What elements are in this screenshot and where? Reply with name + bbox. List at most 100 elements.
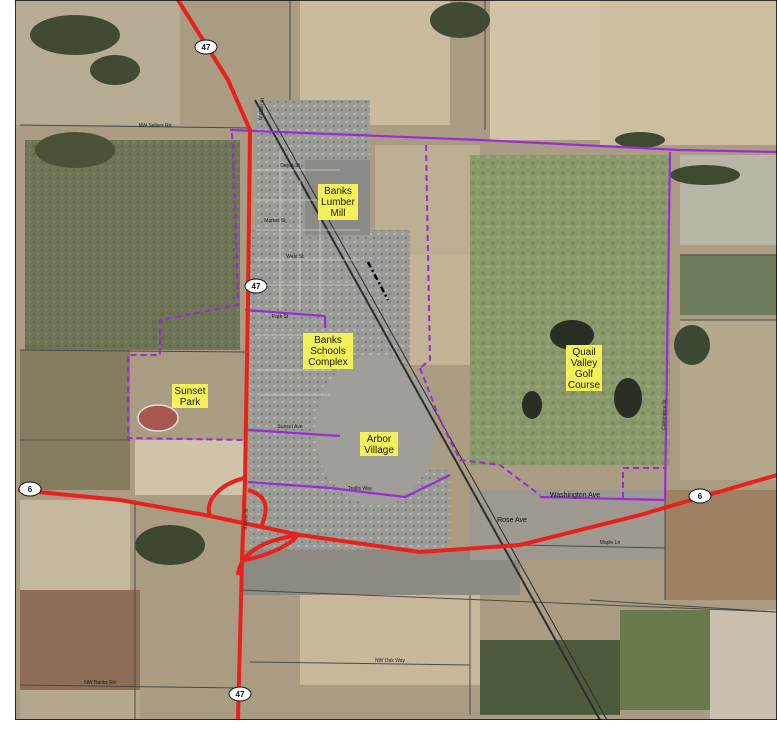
town-streets bbox=[255, 150, 360, 396]
shield-47-central-number: 47 bbox=[252, 282, 261, 291]
existing-routes bbox=[229, 128, 777, 502]
field-sw-dark bbox=[135, 440, 245, 495]
label-sunset-park: Sunset Park bbox=[172, 384, 208, 408]
label-arbor-line1: Arbor bbox=[367, 434, 392, 445]
land-cover bbox=[15, 0, 777, 730]
interchange-loop-sw bbox=[236, 533, 301, 576]
street-label-maple-ln: Maple Ln bbox=[600, 540, 621, 546]
route-east-vertical bbox=[663, 151, 672, 501]
road-nw-banks bbox=[19, 684, 241, 689]
label-lumber-line3: Mill bbox=[331, 208, 346, 219]
street-label-park-st: Park St bbox=[272, 314, 289, 320]
proposed-east-spur bbox=[622, 467, 665, 498]
field-se-light bbox=[620, 610, 710, 710]
highway-6 bbox=[17, 473, 777, 555]
street-label-market-st: Market St bbox=[264, 218, 286, 224]
interchange-loop-ne bbox=[247, 488, 268, 526]
shield-6-west-number: 6 bbox=[28, 485, 33, 494]
route-washington-ave bbox=[539, 495, 666, 502]
railroad-track-1 bbox=[254, 99, 601, 721]
street-label-rose-ave: Rose Ave bbox=[497, 517, 527, 524]
field-east-strip bbox=[680, 255, 777, 315]
field-south-west bbox=[20, 500, 130, 590]
route-sunset-ave bbox=[247, 428, 341, 438]
street-label-sunset-ave: Sunset Ave bbox=[277, 424, 302, 430]
highway-shield-6-west: 6 bbox=[18, 481, 42, 497]
label-arbor-village: Arbor Village bbox=[360, 432, 398, 456]
tree-grove-2 bbox=[90, 55, 140, 85]
street-label-nw-sellers-rd: NW Sellers Rd bbox=[139, 123, 172, 129]
field-se bbox=[665, 490, 777, 600]
tree-grove-1 bbox=[30, 15, 120, 55]
road-east-long bbox=[589, 599, 777, 613]
tree-grove-8 bbox=[615, 132, 665, 148]
label-park-line1: Sunset bbox=[174, 386, 205, 397]
street-label-depot-st: Depot St bbox=[280, 163, 300, 169]
field-south-east-green bbox=[480, 640, 620, 715]
road-west-mid bbox=[19, 349, 246, 353]
label-schools-line3: Complex bbox=[308, 357, 347, 368]
minor-roads bbox=[19, 0, 777, 720]
route-trellis-way bbox=[247, 474, 451, 499]
sunset-park-track bbox=[137, 404, 179, 432]
golf-pond-1 bbox=[550, 320, 594, 350]
golf-course-area bbox=[470, 155, 670, 465]
label-golf-line1: Quail bbox=[572, 347, 595, 358]
route-sellers-rd bbox=[229, 128, 777, 154]
golf-pond-3 bbox=[614, 378, 642, 418]
label-lumber-line1: Banks bbox=[324, 186, 352, 197]
arbor-village-area bbox=[315, 355, 435, 505]
label-banks-schools-complex: Banks Schools Complex bbox=[303, 333, 353, 369]
field-south-strips bbox=[20, 590, 140, 690]
street-label-s-main-st: S Main St bbox=[243, 508, 250, 530]
interchange-loop-nw bbox=[206, 476, 246, 516]
highways bbox=[17, 0, 777, 721]
label-park-line2: Park bbox=[180, 397, 202, 408]
label-golf-line3: Golf bbox=[575, 369, 594, 380]
label-quail-valley-golf-course: Quail Valley Golf Course bbox=[566, 345, 602, 391]
street-label-west-st: West St bbox=[286, 254, 304, 260]
road-south-east-2 bbox=[519, 544, 666, 549]
label-schools-line1: Banks bbox=[314, 335, 342, 346]
street-label-n-main-st: N Main St bbox=[258, 97, 266, 120]
tree-grove-5 bbox=[135, 525, 205, 565]
shield-47-north-number: 47 bbox=[202, 43, 211, 52]
proposed-routes bbox=[127, 132, 665, 498]
highway-shield-47-south: 47 bbox=[228, 686, 252, 702]
route-banks-rd bbox=[244, 308, 326, 318]
street-label-washington-ave: Washington Ave bbox=[550, 492, 600, 499]
street-label-commerce-st: Commerce St bbox=[661, 399, 668, 430]
highway-shield-47-central: 47 bbox=[244, 278, 268, 294]
label-lumber-line2: Lumber bbox=[321, 197, 356, 208]
town-east bbox=[470, 490, 665, 560]
field-south-center bbox=[300, 595, 480, 685]
page-margin-bottom bbox=[0, 720, 777, 750]
street-label-trellis-way: Trellis Way bbox=[348, 486, 373, 492]
proposed-golf-south bbox=[419, 367, 541, 496]
tree-grove-6 bbox=[674, 325, 710, 365]
shield-47-south-number: 47 bbox=[236, 690, 245, 699]
field-north-east bbox=[490, 0, 600, 140]
label-banks-lumber-mill: Banks Lumber Mill bbox=[318, 184, 358, 220]
street-labels: Washington Ave Rose Ave NW Sellers Rd NW… bbox=[84, 97, 668, 686]
street-label-nw-banks-rd: NW Banks Rd bbox=[84, 680, 116, 686]
label-golf-line2: Valley bbox=[571, 358, 598, 369]
road-nw-sellers bbox=[19, 124, 251, 129]
tree-grove-3 bbox=[430, 2, 490, 38]
highway-shield-6-east: 6 bbox=[688, 488, 712, 504]
street-label-nw-oak-way: NW Oak Way bbox=[375, 658, 406, 664]
road-south-east-1 bbox=[239, 589, 777, 613]
highway-shield-47-north: 47 bbox=[194, 39, 218, 55]
label-golf-line4: Course bbox=[568, 380, 601, 391]
tree-grove-4 bbox=[670, 165, 740, 185]
road-s-oak bbox=[249, 661, 471, 666]
interchange-loop-se bbox=[244, 533, 300, 562]
page-margin-left bbox=[0, 0, 15, 750]
label-arbor-line2: Village bbox=[364, 445, 394, 456]
field-ne bbox=[600, 0, 777, 145]
proposed-golf-west bbox=[419, 144, 432, 369]
tree-grove-7 bbox=[35, 132, 115, 168]
field-se-strips bbox=[710, 610, 777, 720]
golf-pond-2 bbox=[522, 391, 542, 419]
